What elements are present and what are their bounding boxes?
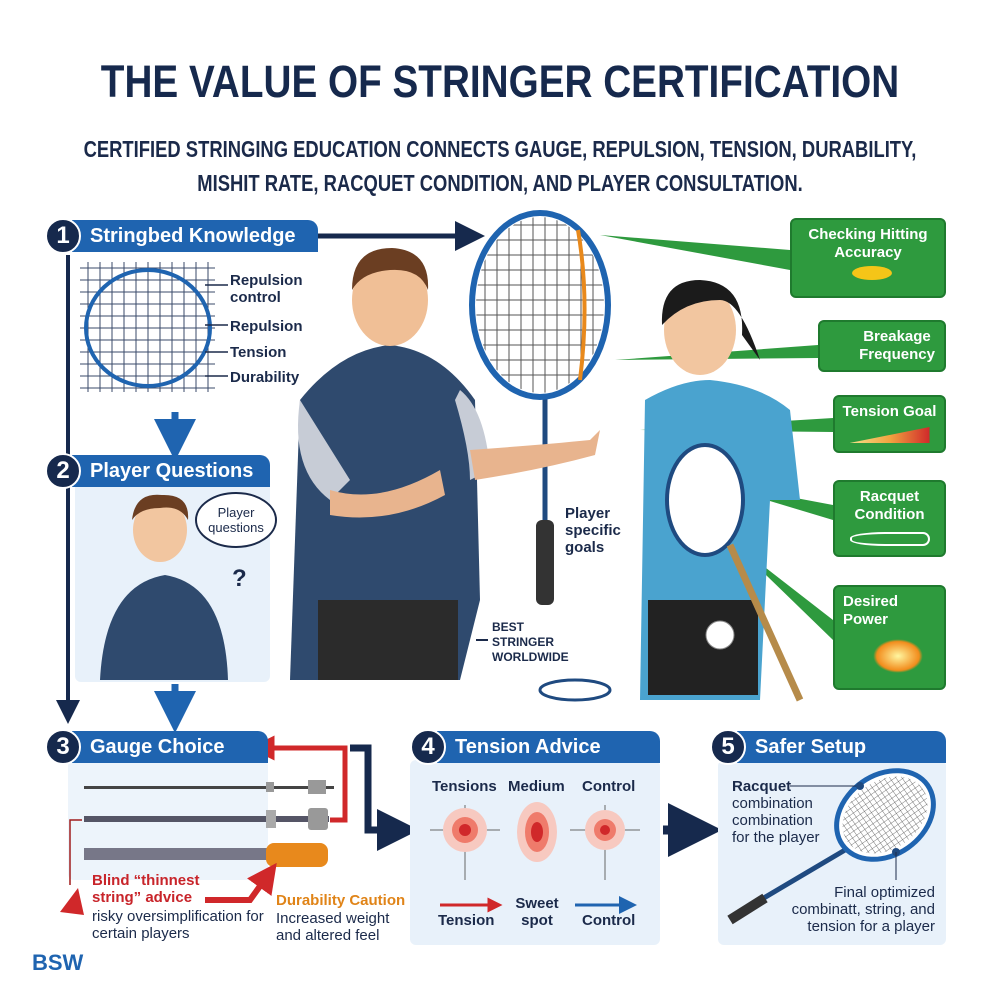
callout-text: Tension Goal [842,403,937,420]
shuttlecock-explosion-icon [873,639,923,673]
question-mark-icon: ? [232,565,247,592]
callout-racquet-condition: Racquet Condition [833,480,946,557]
thought-bubble-text: Player questions [208,505,264,535]
shuttle-impact-icon [852,266,892,280]
thinnest-string-warning: Blind “thinnest string” advice [92,872,200,906]
stringer-label: BEST STRINGER WORLDWIDE [492,620,569,664]
durability-caution-text: Increased weight and altered feel [276,910,390,944]
bsw-logo: BSW [8,950,88,976]
callout-hitting-accuracy: Checking Hitting Accuracy [790,218,946,298]
callout-text: Racquet Condition [854,488,925,523]
callout-text: Checking Hitting Accuracy [808,226,928,261]
step-4-number: 4 [410,729,446,765]
bottom-label-sweet-spot: Sweet spot [515,895,559,929]
bottom-label-control: Control [582,912,636,929]
step-2-number: 2 [45,453,81,489]
warning-description: risky oversimplification for certain pla… [92,908,264,942]
red-feedback-arrow [249,735,348,823]
label-repulsion-control: Repulsion control [230,272,303,306]
callout-text: Desired Power [843,593,899,628]
callout-text: Breakage Frequency [859,328,935,363]
step-4-header: Tension Advice [437,731,660,763]
step-1-header: Stringbed Knowledge [72,220,318,252]
column-tensions: Tensions [432,778,497,795]
callout-desired-power: Desired Power [833,585,946,690]
label-tension: Tension [230,344,287,361]
step-5-number: 5 [710,729,746,765]
final-combination-text: Final optimized combinatt, string, and t… [791,884,935,935]
racquet-check-icon [849,532,930,546]
label-durability: Durability [230,369,300,386]
page-title: THE VALUE OF STRINGER CERTIFICATION [100,56,900,107]
step-1-number: 1 [45,218,81,254]
step-2-header: Player Questions [72,455,270,487]
durability-caution-title: Durability Caution [276,892,406,909]
racquet-description: combination combination for the player [732,795,820,846]
logo-mark: BSW [32,950,84,975]
page-subtitle: CERTIFIED STRINGING EDUCATION CONNECTS G… [83,136,917,196]
callout-breakage-frequency: Breakage Frequency [818,320,946,372]
step-3-header: Gauge Choice [72,731,268,763]
racquet-label: Racquet [732,778,792,795]
step-3-number: 3 [45,729,81,765]
label-repulsion: Repulsion [230,318,303,335]
bottom-label-tension: Tension [438,912,495,929]
callout-tension-goal: Tension Goal [833,395,946,453]
column-medium: Medium [508,778,565,795]
player-goals-label: Player specific goals [565,505,621,556]
column-control: Control [582,778,636,795]
step-5-header: Safer Setup [737,731,946,763]
callout-pointer [600,235,790,270]
arrow-step3-to-step4 [350,744,419,851]
warning-icon [60,888,84,915]
